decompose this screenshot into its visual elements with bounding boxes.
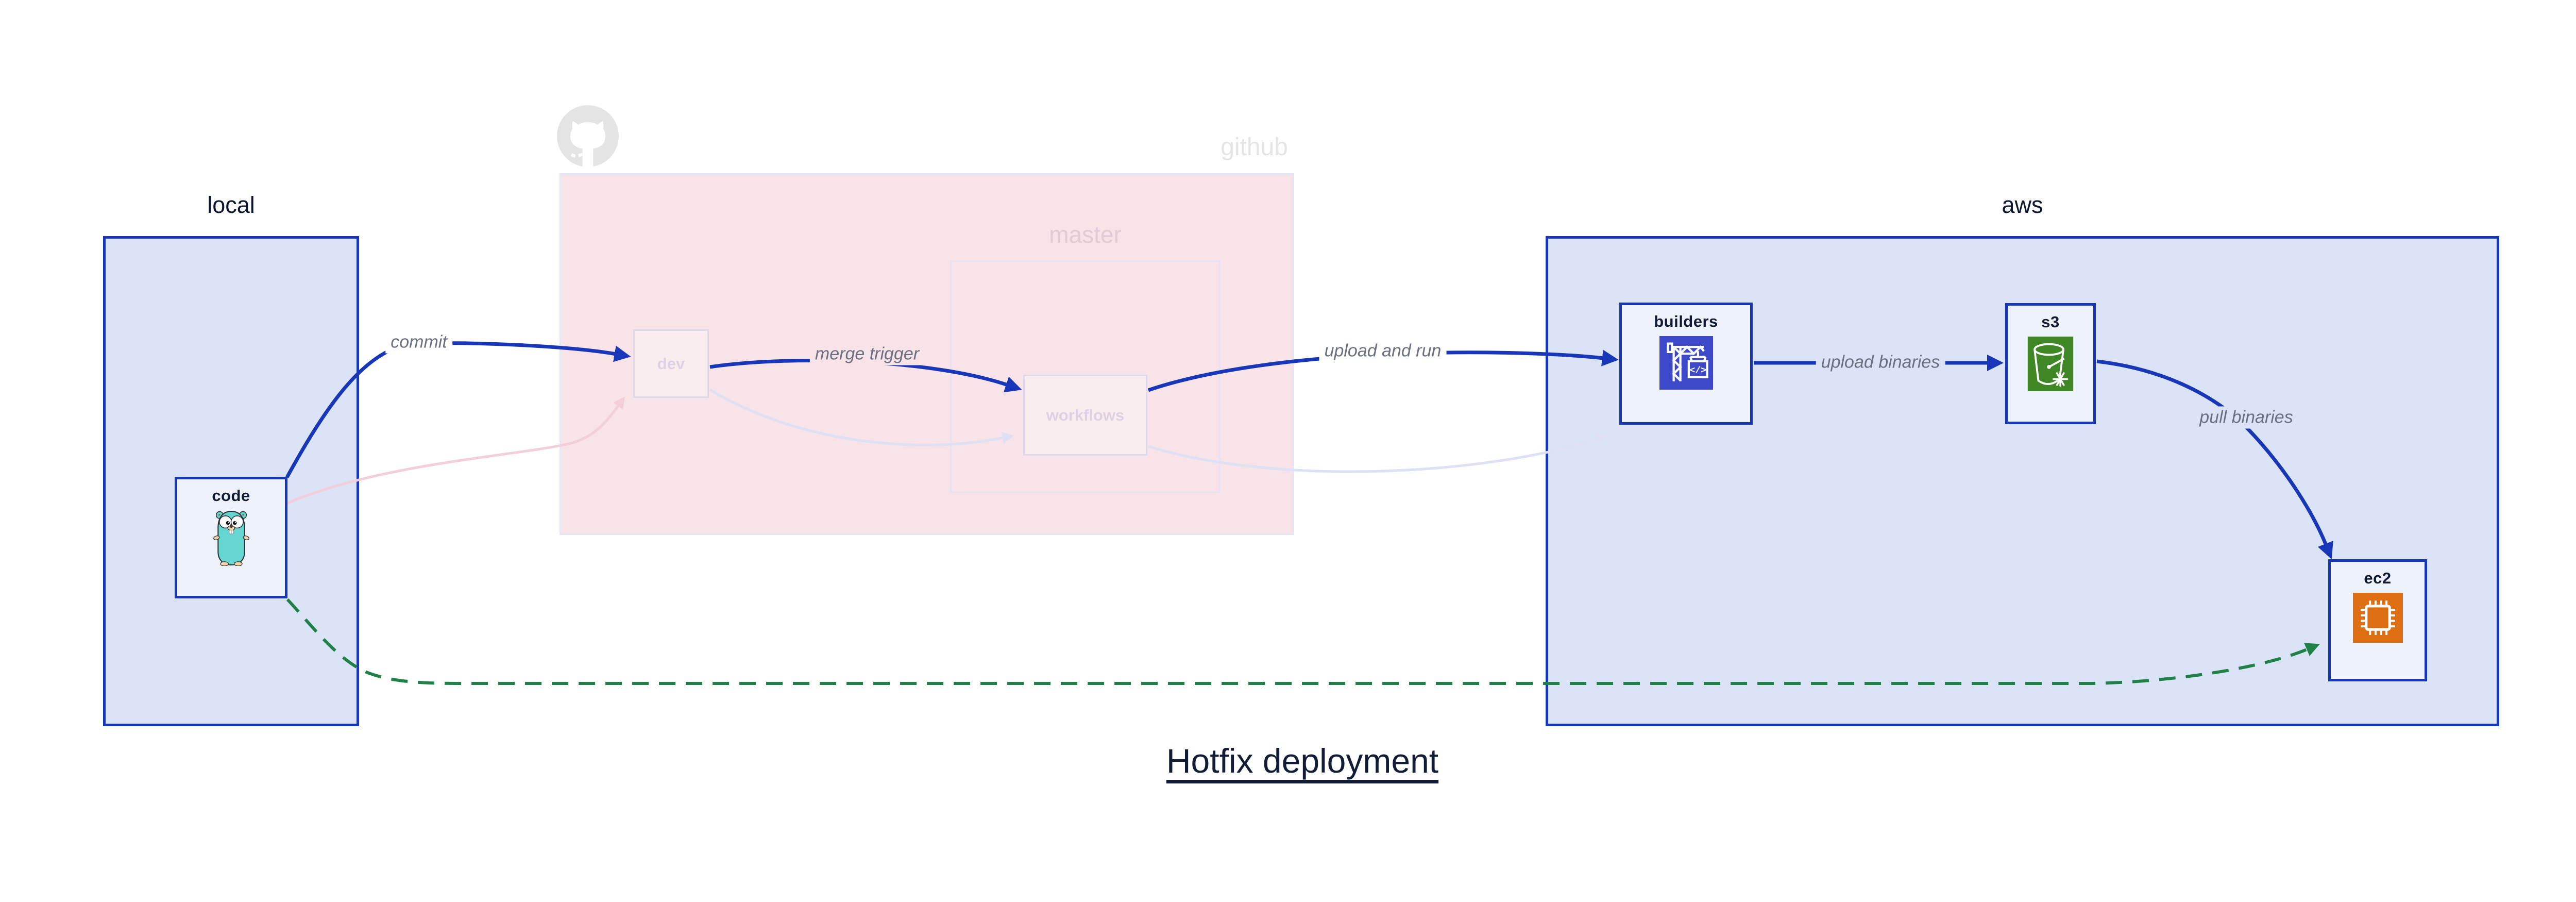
edge-workflows-to-builders-inactive xyxy=(1148,433,1608,473)
node-workflows: workflows xyxy=(1023,375,1147,456)
edge-hotfix-direct xyxy=(286,598,2320,685)
aws-group-label: aws xyxy=(2002,192,2043,218)
master-branch-box xyxy=(950,260,1221,493)
edge-label-merge-trigger: merge trigger xyxy=(809,343,925,365)
node-ec2: ec2 xyxy=(2328,559,2427,681)
diagram-title: Hotfix deployment xyxy=(1166,742,1439,780)
github-octocat-icon xyxy=(557,105,619,168)
edge-dev-to-workflows-inactive xyxy=(709,388,1014,446)
svg-text:</>: </> xyxy=(1689,366,1706,376)
node-code: code xyxy=(175,477,287,598)
node-ec2-label: ec2 xyxy=(2364,569,2392,587)
node-workflows-label: workflows xyxy=(1046,406,1125,424)
ec2-chip-icon xyxy=(2331,593,2425,643)
s3-bucket-icon xyxy=(2008,337,2093,391)
edge-commit xyxy=(285,341,631,478)
node-s3-label: s3 xyxy=(2041,313,2060,331)
node-builders-label: builders xyxy=(1654,312,1718,330)
node-s3: s3 xyxy=(2005,303,2096,424)
github-group-label: github xyxy=(1221,133,1288,161)
build-crane-icon: </> xyxy=(1622,336,1750,390)
node-dev: dev xyxy=(633,329,709,398)
local-group-label: local xyxy=(207,192,255,218)
master-branch-label: master xyxy=(1049,221,1122,248)
edge-label-upload-binaries: upload binaries xyxy=(1816,351,1945,374)
edge-label-commit: commit xyxy=(385,331,452,354)
edge-pull-binaries xyxy=(2096,359,2333,559)
edge-code-to-dev-inactive xyxy=(287,396,625,505)
local-group-box xyxy=(103,236,359,726)
node-builders: builders </> xyxy=(1619,303,1753,425)
edge-label-upload-and-run: upload and run xyxy=(1319,340,1447,362)
go-gopher-icon xyxy=(177,510,285,566)
node-code-label: code xyxy=(212,487,250,505)
edge-label-pull-binaries: pull binaries xyxy=(2194,406,2298,429)
github-group-box xyxy=(560,173,1294,535)
node-dev-label: dev xyxy=(657,354,685,373)
